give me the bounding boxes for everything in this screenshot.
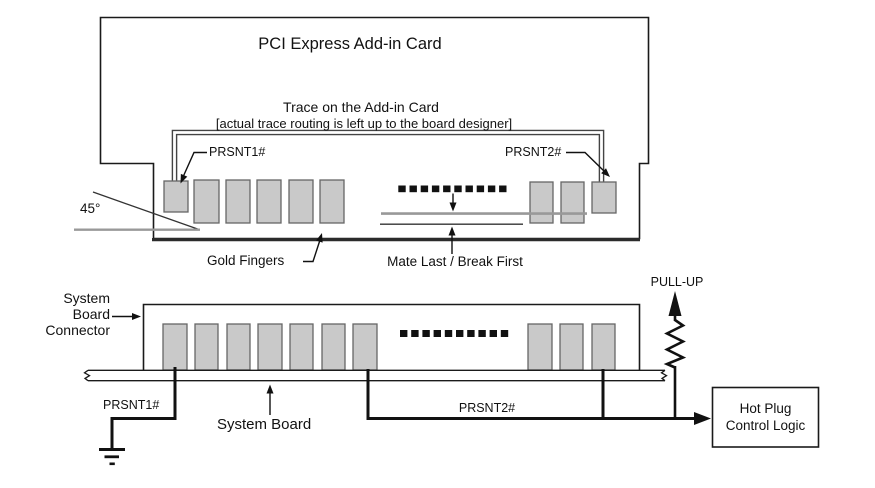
trace-inner-line (175, 133, 601, 182)
trace-note: [actual trace routing is left up to the … (215, 115, 513, 131)
connector-finger (289, 323, 314, 371)
board-left-break (83, 369, 91, 382)
connector-outline (142, 303, 641, 370)
hotplug-box (711, 386, 820, 448)
gold-fingers-leader-line (303, 239, 321, 263)
card-finger (193, 179, 220, 224)
card-finger (225, 179, 251, 224)
connector-finger (527, 323, 553, 371)
prsnt1-top-label: PRSNT1# (209, 145, 266, 159)
connector-finger (194, 323, 219, 371)
mate-last-label: Mate Last / Break First (387, 254, 523, 269)
hotplug-arrowhead (694, 412, 711, 425)
trace-outer-line (171, 129, 605, 182)
connector-finger (559, 323, 584, 371)
prsnt2-leader-line (566, 151, 606, 173)
system-board-connector-label: System Board Connector (20, 290, 110, 338)
connector-finger (257, 323, 283, 371)
pullup-arrowhead (668, 291, 682, 316)
system-board-connector-line3: Connector (45, 322, 110, 338)
prsnt1-bottom-label: PRSNT1# (103, 398, 160, 412)
gold-fingers-leader-arrowhead (315, 233, 323, 243)
prsnt1-leader-line (182, 151, 207, 178)
card-finger (319, 179, 345, 224)
board-right-break (660, 369, 668, 382)
system-board-label: System Board (217, 416, 312, 433)
system-board-connector-line1: System (63, 290, 110, 306)
connector-finger (352, 323, 378, 371)
card-finger (256, 179, 282, 224)
gold-fingers-label: Gold Fingers (207, 253, 285, 268)
finger-prsnt1 (163, 180, 189, 213)
chamfer-diagonal-line (92, 191, 200, 231)
trace-label: Trace on the Add-in Card (283, 99, 439, 115)
hotplug-box-line1: Hot Plug (739, 401, 792, 416)
mate-up-arrowhead (448, 226, 456, 236)
connector-finger (591, 323, 616, 371)
system-board-arrowhead (266, 384, 274, 394)
hotplug-box-label: Hot Plug Control Logic (712, 401, 819, 434)
prsnt1-net-line (110, 367, 177, 449)
card-finger (288, 179, 314, 224)
card-gold-fingers (163, 179, 617, 224)
card-dash-ellipsis (398, 185, 507, 193)
card-title: PCI Express Add-in Card (258, 35, 442, 53)
connector-fingers (162, 323, 616, 371)
mate-down-arrowhead (449, 202, 457, 212)
hotplug-box-line2: Control Logic (725, 417, 806, 433)
resistor-zigzag (663, 318, 687, 369)
prsnt2-bottom-label: PRSNT2# (458, 401, 516, 415)
pullup-label: PULL-UP (650, 275, 704, 289)
system-board-connector-line2: Board (72, 306, 110, 322)
angle-label: 45° (80, 201, 101, 216)
prsnt2-top-label: PRSNT2# (505, 145, 562, 159)
card-finger (560, 181, 585, 224)
card-finger (529, 181, 554, 224)
connector-finger (162, 323, 188, 371)
prsnt2-leader-arrowhead (601, 168, 610, 177)
finger-prsnt2 (591, 181, 617, 214)
connector-dash-ellipsis (400, 330, 509, 337)
connector-label-arrowhead (132, 313, 141, 320)
prsnt1-leader-arrowhead (180, 173, 188, 184)
connector-finger (321, 323, 346, 371)
connector-finger (226, 323, 251, 371)
ground-symbol (99, 448, 125, 466)
